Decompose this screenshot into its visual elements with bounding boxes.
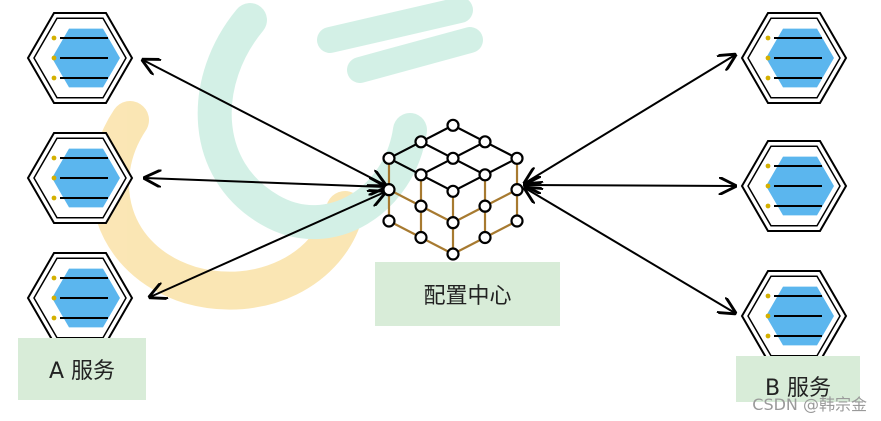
service-nodes bbox=[26, 12, 848, 362]
arrow-2 bbox=[145, 178, 385, 187]
service-node-3-icon bbox=[26, 252, 134, 344]
service-node-1-icon bbox=[26, 12, 134, 104]
service-node-5-icon bbox=[740, 140, 848, 232]
service-node-4-icon bbox=[740, 12, 848, 104]
config-center-label: 配置中心 bbox=[375, 262, 560, 326]
service-node-2-icon bbox=[26, 132, 134, 224]
service-b-label: B 服务 bbox=[736, 356, 860, 402]
service-node-6-icon bbox=[740, 270, 848, 362]
arrow-5 bbox=[525, 185, 735, 186]
arrow-4 bbox=[525, 55, 735, 183]
arrow-6 bbox=[525, 188, 735, 313]
background-logo bbox=[91, 0, 483, 310]
service-b-text: B 服务 bbox=[764, 376, 832, 401]
arrow-3 bbox=[150, 192, 385, 297]
config-center-text: 配置中心 bbox=[423, 284, 512, 309]
service-a-text: A 服务 bbox=[48, 359, 116, 384]
arrow-1 bbox=[143, 60, 385, 185]
connection-arrows bbox=[143, 55, 735, 313]
service-a-label: A 服务 bbox=[18, 338, 146, 400]
config-center-cube-icon bbox=[382, 118, 524, 261]
watermark: CSDN @韩宗金 bbox=[752, 395, 867, 414]
